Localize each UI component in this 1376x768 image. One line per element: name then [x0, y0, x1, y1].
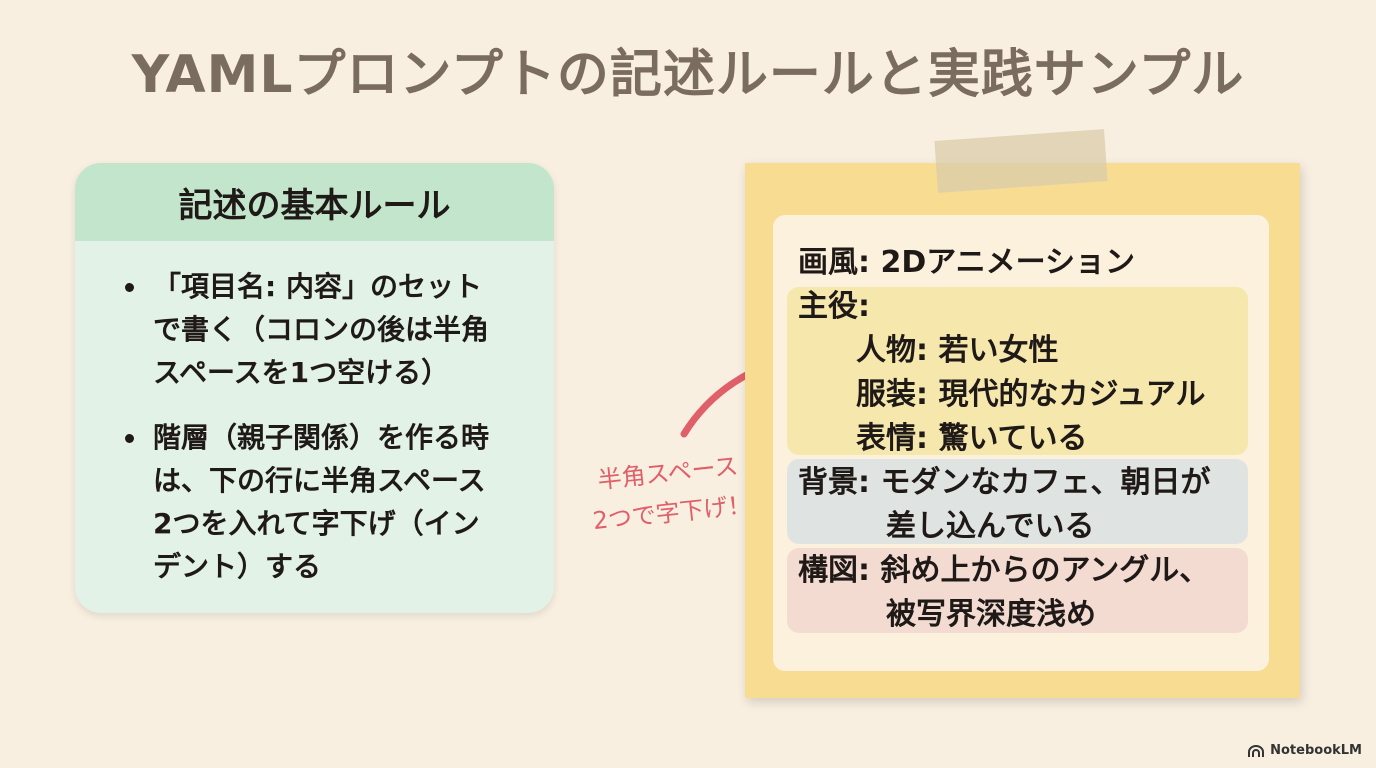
notebooklm-logo-icon — [1248, 744, 1265, 757]
rules-header: 記述の基本ルール — [75, 163, 554, 241]
yaml-main-role: 主役: — [798, 289, 870, 324]
basic-rules-card: 記述の基本ルール 「項目名: 内容」のセット で書く（コロンの後は半角 スペース… — [75, 163, 554, 613]
yaml-composition: 構図: 斜め上からのアングル、 — [798, 553, 1210, 588]
yaml-person: 人物: 若い女性 — [856, 333, 1059, 368]
yaml-background-cont: 差し込んでいる — [886, 509, 1095, 544]
yaml-expression: 表情: 驚いている — [856, 421, 1088, 456]
brand-watermark: NotebookLM — [1247, 743, 1362, 758]
yaml-sample: 画風: 2Dアニメーション 主役: 人物: 若い女性 服装: 現代的なカジュアル… — [773, 215, 1269, 671]
composition-block — [787, 548, 1248, 633]
page-title: YAMLプロンプトの記述ルールと実践サンプル — [131, 45, 1245, 105]
yaml-style: 画風: 2Dアニメーション — [798, 245, 1136, 280]
rule-item-1: 「項目名: 内容」のセット で書く（コロンの後は半角 スペースを1つ空ける） — [125, 265, 528, 394]
main-role-block — [787, 287, 1248, 455]
yaml-composition-cont: 被写界深度浅め — [886, 597, 1096, 632]
rule-item-2: 階層（親子関係）を作る時 は、下の行に半角スペース 2つを入れて字下げ（イン デ… — [125, 416, 528, 588]
rules-list: 「項目名: 内容」のセット で書く（コロンの後は半角 スペースを1つ空ける） 階… — [75, 241, 554, 588]
yaml-background: 背景: モダンなカフェ、朝日が — [798, 465, 1211, 500]
sample-sticky-note: 画風: 2Dアニメーション 主役: 人物: 若い女性 服装: 現代的なカジュアル… — [745, 163, 1300, 698]
background-block — [787, 459, 1248, 544]
indent-annotation: 半角スペース 2つで字下げ！ — [591, 451, 753, 536]
yaml-outfit: 服装: 現代的なカジュアル — [856, 377, 1206, 412]
